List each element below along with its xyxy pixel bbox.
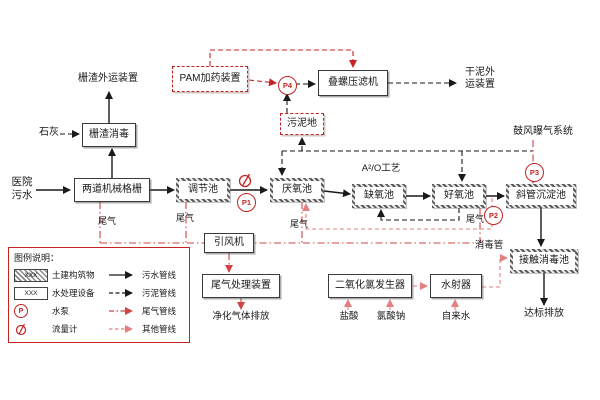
tail-gas-line-label: 尾气管线: [142, 306, 177, 316]
purified-gas-discharge-label: 净化气体排放: [212, 311, 270, 322]
anaerobic-tank: 厌氧池: [270, 178, 324, 202]
equalization-tank: 调节池: [176, 178, 230, 202]
pump-p4: P4: [278, 76, 297, 95]
aerobic-tank: 好氧池: [432, 184, 486, 208]
induced-draft-fan: 引风机: [204, 233, 254, 253]
legend-row-flowmeter: 流量计 其他管线: [14, 320, 184, 338]
inclined-tube-settler: 斜管沉淀池: [506, 184, 576, 208]
equipment-label: 水处理设备: [52, 288, 95, 298]
pump-p3: P3: [525, 163, 544, 182]
pam-dosing-unit: PAM加药装置: [172, 66, 248, 92]
mechanical-screens: 两道机械格栅: [74, 178, 150, 202]
tail-gas-treatment-unit: 尾气处理装置: [202, 274, 280, 298]
pump-p1: P1: [237, 193, 256, 212]
screenings-disposal-label: 栅渣外运装置: [78, 73, 138, 84]
tail-gas-label-3: 尾气: [289, 219, 308, 229]
pump-swatch: P: [14, 304, 28, 318]
other-line-swatch: [108, 324, 142, 334]
hydrochloric-acid-label: 盐酸: [339, 311, 359, 322]
sludge-line-label: 污泥管线: [142, 288, 177, 298]
lime-label: 石灰: [39, 127, 59, 138]
sewage-line-label: 污水管线: [142, 270, 177, 280]
sludge-line-swatch: [108, 288, 142, 298]
pump-p2: P2: [484, 206, 503, 225]
water-ejector: 水射器: [430, 274, 482, 298]
civil-structure-swatch: XXX: [14, 268, 48, 282]
civil-structure-label: 土建构筑物: [52, 270, 95, 280]
legend-row-pump: P 水泵 尾气管线: [14, 302, 184, 320]
legend-box: 图例说明： XXX 土建构筑物 污水管线 XXX 水处理设备 污泥管线 P 水泵…: [8, 247, 190, 343]
tail-gas-line-swatch: [108, 306, 142, 316]
contact-disinfection-tank: 接触消毒池: [510, 249, 578, 273]
clo2-generator: 二氧化氯发生器: [328, 274, 412, 298]
legend-title: 图例说明：: [14, 253, 60, 263]
sludge-tank: 污泥地: [280, 113, 324, 135]
sewage-line-swatch: [108, 270, 142, 280]
other-lines: [302, 198, 508, 310]
blower-system-label: 鼓风曝气系统: [513, 126, 573, 137]
sodium-chlorate-label: 氯酸钠: [376, 311, 406, 322]
tail-gas-label-1: 尾气: [97, 216, 116, 226]
flow-meter-label: 流量计: [52, 324, 78, 334]
compliant-discharge-label: 达标排放: [524, 308, 564, 319]
other-line-label: 其他管线: [142, 324, 177, 334]
a2o-process-label: A²/O工艺: [361, 163, 401, 174]
flow-meter-symbol: [237, 172, 253, 193]
tail-gas-label-4: 尾气: [465, 214, 484, 224]
disinfection-pipe-label: 消毒管: [474, 240, 504, 251]
flow-meter-swatch: [14, 322, 52, 336]
screw-press: 叠螺压滤机: [318, 70, 388, 96]
pam-dosing-lines: [209, 49, 357, 87]
legend-row-equipment: XXX 水处理设备 污泥管线: [14, 284, 184, 302]
tail-gas-label-2: 尾气: [175, 213, 194, 223]
tap-water-label: 自来水: [441, 311, 471, 322]
water-lines: [36, 91, 548, 306]
dry-sludge-disposal-label: 干泥外运装置: [465, 67, 495, 90]
influent-label: 医院污水: [11, 176, 33, 201]
screenings-disinfection: 栅渣消毒: [82, 123, 136, 147]
legend-row-civil: XXX 土建构筑物 污水管线: [14, 266, 184, 284]
equipment-swatch: XXX: [14, 286, 48, 300]
anoxic-tank: 缺氧池: [352, 184, 406, 208]
pump-label: 水泵: [52, 306, 70, 316]
sludge-lines: [60, 79, 533, 221]
